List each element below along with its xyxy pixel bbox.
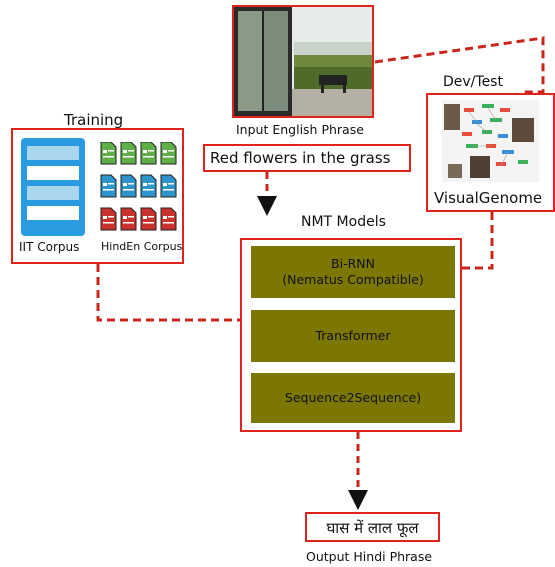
iit-corpus-label: IIT Corpus xyxy=(19,240,80,254)
model-sequence2sequence: Sequence2Sequence) xyxy=(251,373,455,423)
visualgenome-thumbnail xyxy=(442,100,539,182)
training-box: IIT Corpus HindEn Corpus xyxy=(11,128,184,264)
output-caption: Output Hindi Phrase xyxy=(306,549,433,564)
nmt-title: NMT Models xyxy=(301,214,386,230)
model-bi-rnn-note: (Nematus Compatible) xyxy=(282,272,424,287)
input-phrase-box: Red flowers in the grass xyxy=(203,144,411,172)
devtest-box: VisualGenome xyxy=(426,93,555,212)
photo-to-devtest-line xyxy=(374,36,545,94)
devtest-title: Dev/Test xyxy=(443,74,503,90)
input-photo xyxy=(232,5,374,118)
input-phrase: Red flowers in the grass xyxy=(210,149,391,167)
output-phrase-box: घास में लाल फूल xyxy=(305,512,440,542)
model-bi-rnn-name: Bi-RNN xyxy=(331,256,375,271)
documents-icon xyxy=(99,141,179,234)
training-to-nmt-line xyxy=(96,264,240,322)
visualgenome-label: VisualGenome xyxy=(434,189,543,207)
input-caption: Input English Phrase xyxy=(236,122,364,137)
training-title: Training xyxy=(64,111,124,129)
model-sequence2sequence-name: Sequence2Sequence) xyxy=(284,390,422,405)
model-transformer-name: Transformer xyxy=(315,328,391,343)
devtest-to-nmt-line xyxy=(462,212,494,270)
hinden-corpus-label: HindEn Corpus xyxy=(101,240,183,253)
database-icon xyxy=(21,138,85,236)
model-transformer: Transformer xyxy=(251,310,455,362)
model-bi-rnn: Bi-RNN (Nematus Compatible) xyxy=(251,246,455,298)
output-phrase: घास में लाल फूल xyxy=(326,519,419,537)
